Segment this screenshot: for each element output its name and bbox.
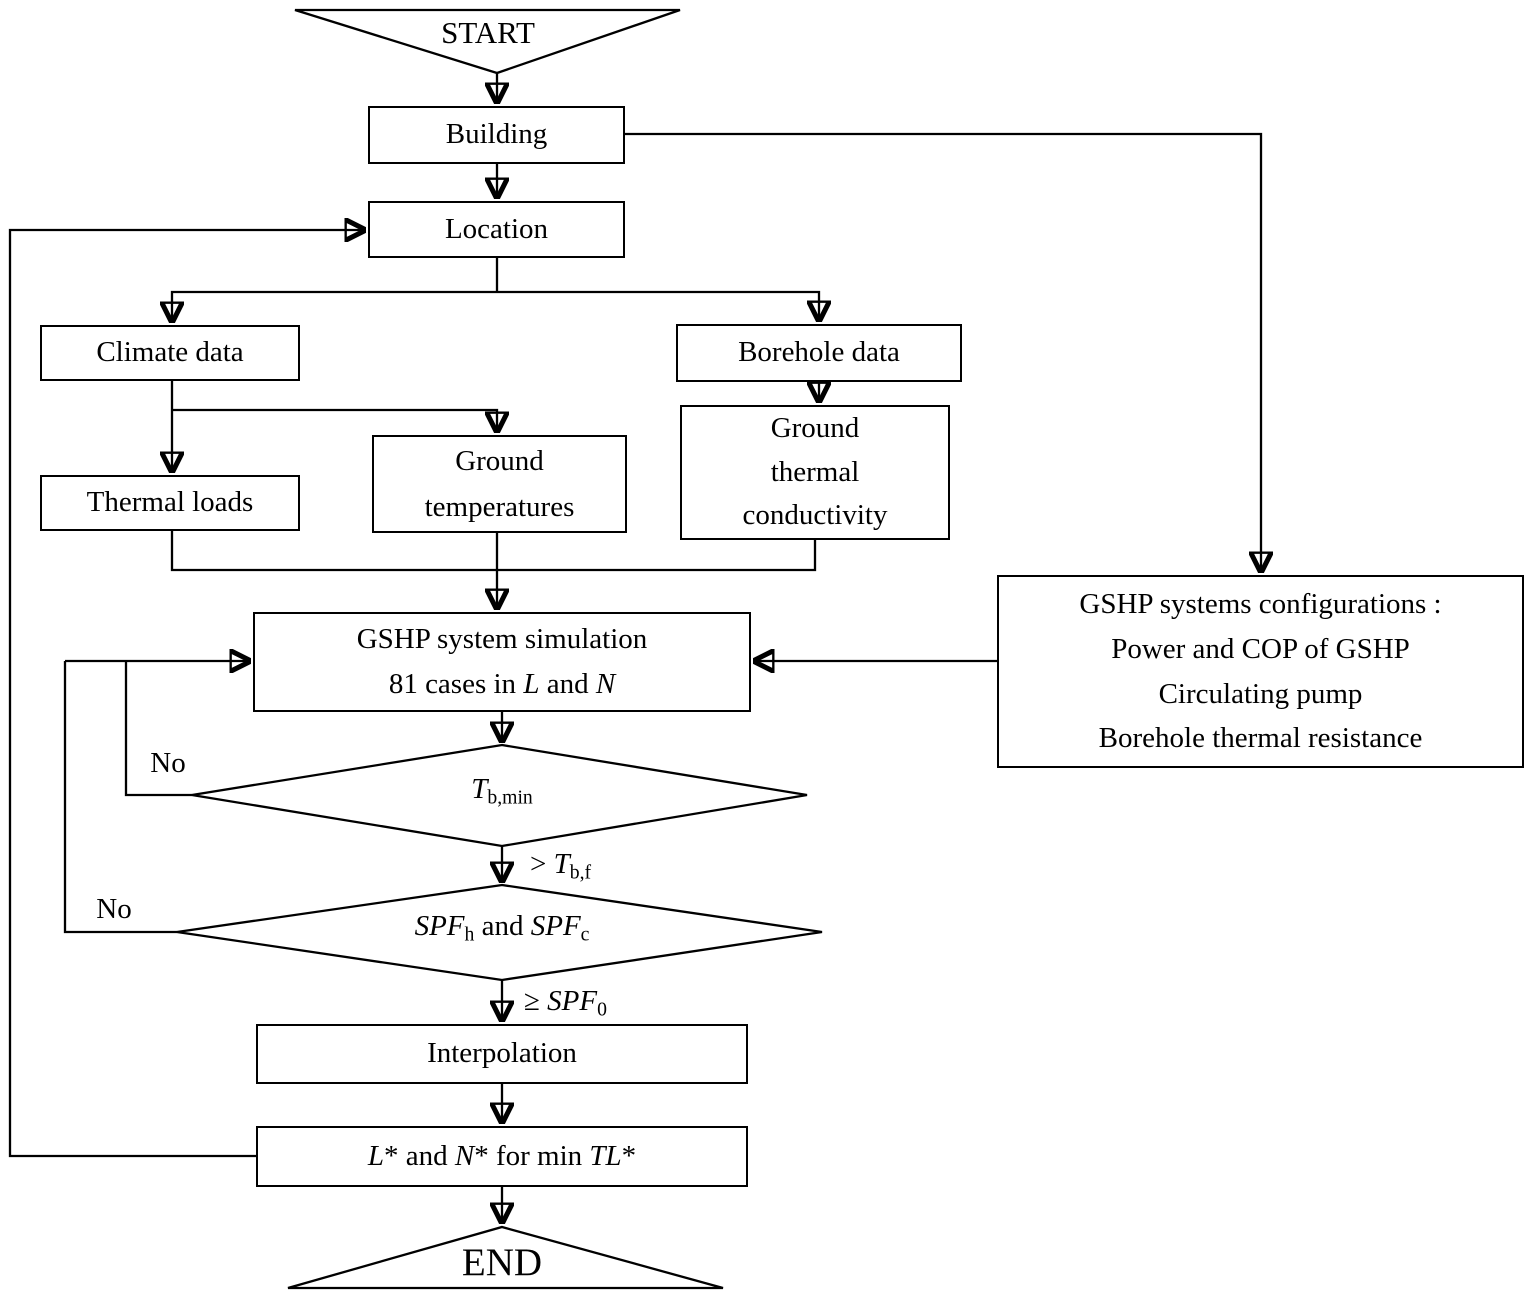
node-gshp-configurations-label: GSHP systems configurations : Power and …: [1079, 587, 1442, 755]
edge-label-no-spf: No: [96, 893, 132, 925]
edge-gcond-to-junction: [497, 540, 817, 572]
node-building-label: Building: [445, 118, 548, 151]
decision-tb-label: Tb,min: [471, 773, 533, 809]
edge-result-to-location-loop: [8, 230, 364, 1158]
edge-label-tb-condition: > Tb,f: [530, 848, 592, 884]
node-thermal-loads: Thermal loads: [40, 475, 300, 531]
edge-label-no-tb: No: [150, 747, 186, 779]
edge-building-to-config: [625, 132, 1261, 571]
node-climate-data: Climate data: [40, 325, 300, 381]
end-terminal-shape: [287, 1225, 724, 1290]
decision-spf-label: SPFh and SPFc: [414, 910, 590, 946]
edge-climate-to-gtemps: [172, 408, 497, 431]
node-gshp-configurations: GSHP systems configurations : Power and …: [997, 575, 1524, 768]
node-borehole-data-label: Borehole data: [738, 336, 900, 369]
edge-label-spf-condition: ≥ SPF0: [524, 985, 607, 1021]
node-interpolation-label: Interpolation: [427, 1037, 577, 1070]
edge-no-tb-loop: [124, 661, 192, 797]
node-building: Building: [368, 106, 625, 164]
edge-no-spf-loop: [63, 661, 177, 934]
start-terminal-label: START: [441, 15, 535, 50]
node-ground-thermal-conductivity-label: Ground thermal conductivity: [742, 412, 888, 532]
node-ground-temperatures: Ground temperatures: [372, 435, 627, 533]
node-location: Location: [368, 201, 625, 258]
node-optimal-result-label: L* and N* for min TL*: [367, 1139, 637, 1172]
edge-thermal-to-junction: [170, 531, 497, 572]
node-climate-data-label: Climate data: [96, 336, 244, 369]
start-terminal-shape: [294, 8, 681, 75]
node-thermal-loads-label: Thermal loads: [86, 486, 254, 519]
edge-split-to-borehole: [497, 290, 819, 320]
edge-split-to-climate: [172, 290, 497, 321]
node-ground-temperatures-label: Ground temperatures: [424, 444, 575, 523]
node-location-label: Location: [444, 212, 549, 245]
node-gshp-simulation: GSHP system simulation 81 cases in L and…: [253, 612, 751, 712]
node-ground-thermal-conductivity: Ground thermal conductivity: [680, 405, 950, 540]
node-interpolation: Interpolation: [256, 1024, 748, 1084]
node-gshp-simulation-line2: 81 cases in L and N: [388, 668, 616, 700]
node-optimal-result: L* and N* for min TL*: [256, 1126, 748, 1187]
end-terminal-label: END: [461, 1241, 543, 1284]
node-borehole-data: Borehole data: [676, 324, 962, 382]
node-gshp-simulation-line1: GSHP system simulation: [356, 623, 648, 656]
